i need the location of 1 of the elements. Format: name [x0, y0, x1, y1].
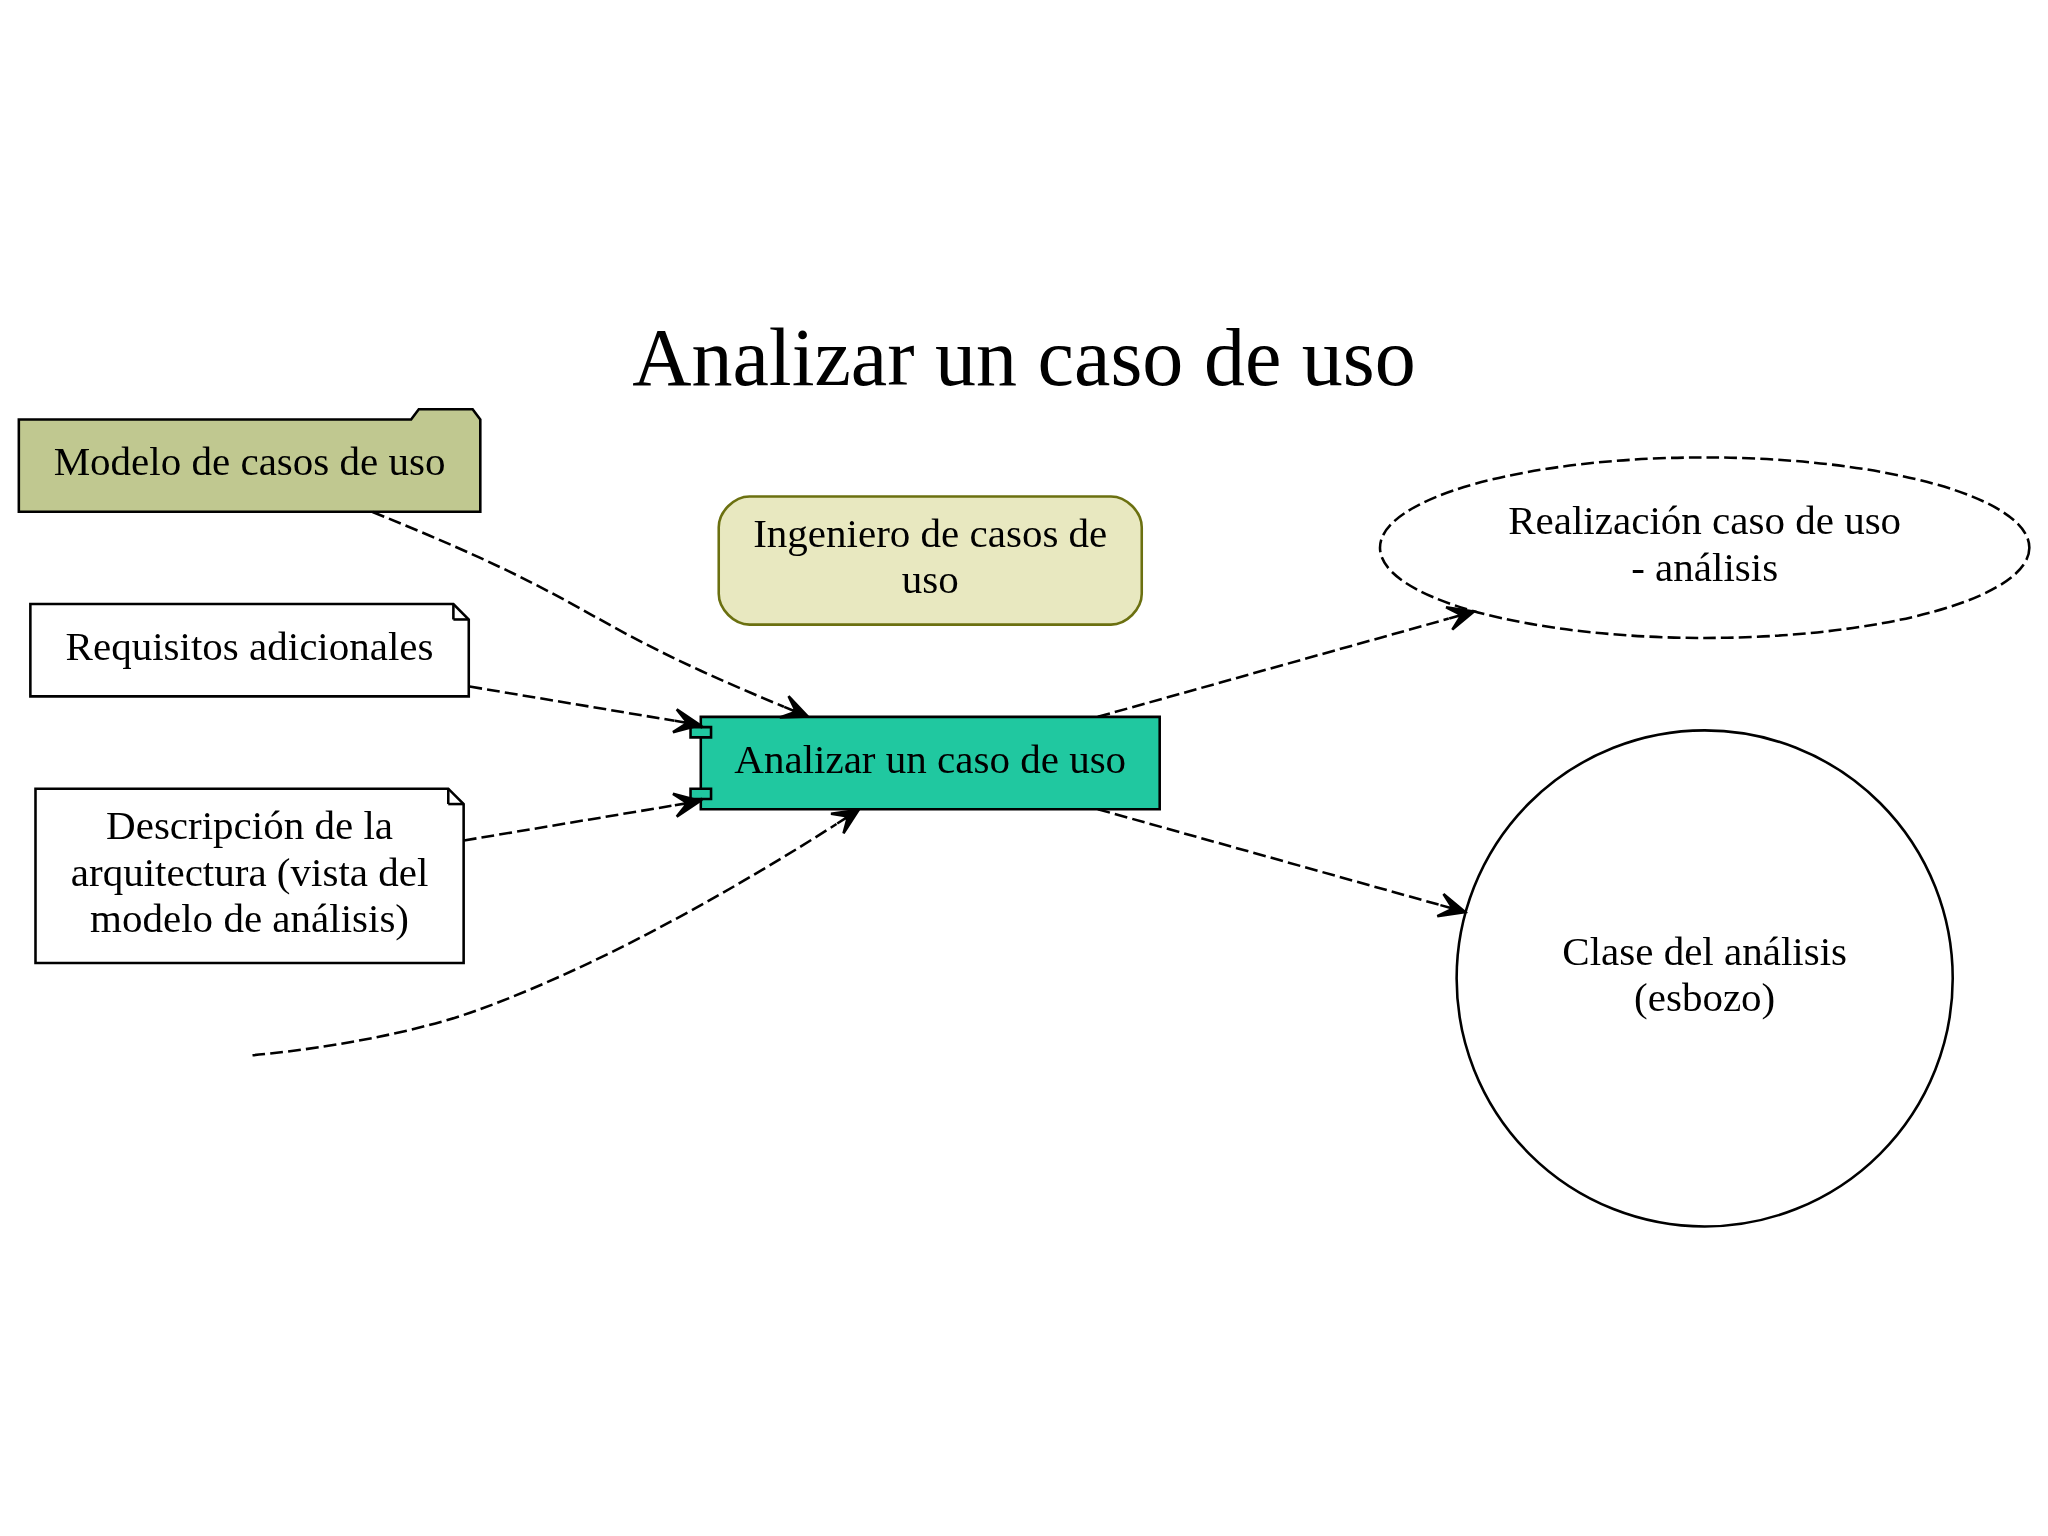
diagram-title: Analizar un caso de uso	[632, 312, 1416, 404]
